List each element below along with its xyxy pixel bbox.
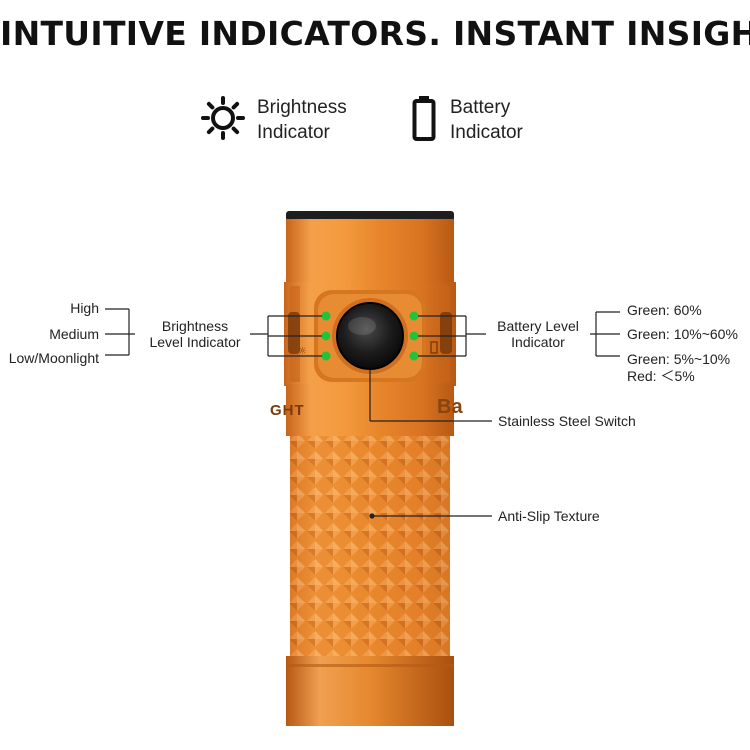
battery-legend-line1: Battery (450, 97, 511, 118)
brightness-level-label: Brightness Level Indicator (140, 318, 250, 350)
level-medium: Medium (49, 326, 99, 342)
battery-level-critical: Red: ＜5% (627, 368, 695, 384)
battery-level-label-line1: Battery Level (497, 318, 579, 334)
switch-label: Stainless Steel Switch (498, 413, 636, 429)
page-title: INTUITIVE INDICATORS. INSTANT INSIGHT (0, 14, 750, 53)
texture-label: Anti-Slip Texture (498, 508, 600, 524)
bezel (286, 211, 454, 221)
body-text-left: GHT (270, 402, 305, 419)
lower-head (286, 384, 454, 436)
head (286, 219, 454, 285)
level-low: Low/Moonlight (8, 350, 99, 366)
battery-leds (409, 311, 419, 361)
battery-level-mid: Green: 10%~60% (627, 326, 738, 342)
battery-level-label: Battery Level Indicator (486, 318, 590, 350)
battery-level-label-line2: Indicator (511, 334, 565, 350)
tail (286, 656, 454, 726)
switch-button (337, 303, 403, 369)
brightness-legend-line1: Brightness (257, 97, 347, 118)
battery-legend-line2: Indicator (450, 122, 523, 143)
brightness-level-label-line1: Brightness (161, 318, 229, 334)
level-high: High (70, 300, 99, 316)
battery-legend: Battery Indicator (450, 95, 523, 145)
brightness-level-label-line2: Level Indicator (149, 334, 241, 350)
brightness-leds (321, 311, 331, 361)
brightness-legend-line2: Indicator (257, 122, 330, 143)
battery-level-low: Green: 5%~10% (627, 351, 731, 367)
brightness-legend: Brightness Indicator (257, 95, 347, 145)
battery-level-high: Green: 60% (627, 302, 702, 318)
svg-text:☼: ☼ (298, 346, 307, 357)
body-text-right: Ba (437, 396, 463, 418)
